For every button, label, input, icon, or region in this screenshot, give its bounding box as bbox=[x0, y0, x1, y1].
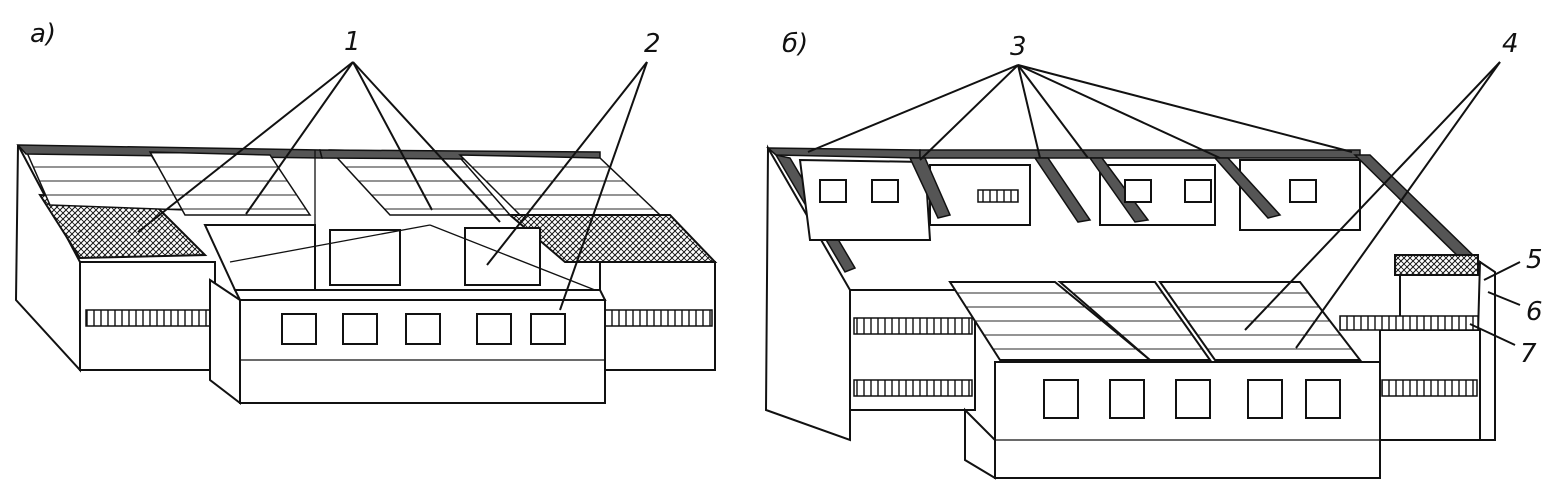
b-roof-panel-3 bbox=[1158, 281, 1363, 361]
window bbox=[342, 313, 378, 345]
window bbox=[1184, 179, 1212, 203]
mid-roof-slab-1 bbox=[148, 151, 312, 216]
b-inner-parapet-4 bbox=[1213, 157, 1282, 219]
window bbox=[819, 179, 847, 203]
callout-4: 4 bbox=[1502, 29, 1519, 59]
b-right-diagonal-parapet bbox=[1353, 154, 1482, 269]
panel-b-letter: б) bbox=[782, 29, 808, 59]
leader-lines-b bbox=[807, 61, 1521, 349]
left-wing-balcony bbox=[85, 309, 213, 327]
panel-a-letter: а) bbox=[30, 19, 56, 49]
b-left-balcony-lower bbox=[853, 379, 973, 397]
courtyard-inner-wall bbox=[203, 224, 316, 291]
window bbox=[1175, 379, 1211, 419]
window bbox=[1247, 379, 1283, 419]
window bbox=[1043, 379, 1079, 419]
b-top-parapet bbox=[919, 149, 1361, 159]
b-left-parapet bbox=[765, 147, 921, 159]
callout-2: 2 bbox=[644, 29, 661, 59]
window bbox=[476, 313, 512, 345]
b-right-balcony-upper bbox=[1339, 315, 1479, 331]
b-roof-panel-2 bbox=[1057, 281, 1212, 361]
b-inner-parapet-1 bbox=[908, 157, 952, 219]
window bbox=[1289, 179, 1317, 203]
leader-lines-a bbox=[137, 61, 648, 311]
window bbox=[530, 313, 566, 345]
b-front-block-side bbox=[964, 407, 996, 480]
courtyard-block bbox=[329, 229, 401, 286]
panel-a bbox=[14, 61, 718, 406]
window bbox=[1305, 379, 1341, 419]
courtyard-block-right bbox=[464, 227, 541, 286]
callout-7: 7 bbox=[1520, 339, 1537, 369]
b-left-end-wall bbox=[764, 144, 851, 442]
b-right-parapet-hatched bbox=[1394, 254, 1479, 276]
b-inner-parapet-2 bbox=[1033, 157, 1092, 223]
callout-5: 5 bbox=[1526, 245, 1543, 275]
front-block-side bbox=[209, 278, 241, 406]
callout-1: 1 bbox=[344, 27, 361, 57]
right-wing-balcony bbox=[603, 309, 713, 327]
window bbox=[405, 313, 441, 345]
b-right-balcony-lower bbox=[1381, 379, 1478, 397]
window bbox=[871, 179, 899, 203]
window bbox=[1124, 179, 1152, 203]
window bbox=[281, 313, 317, 345]
window bbox=[1109, 379, 1145, 419]
panel-b bbox=[764, 61, 1521, 480]
b-left-balcony-upper bbox=[853, 317, 973, 335]
b-inner-parapet-3 bbox=[1088, 157, 1150, 223]
b-courtyard-rail bbox=[977, 189, 1019, 203]
front-block-top bbox=[233, 289, 607, 301]
callout-6: 6 bbox=[1526, 297, 1543, 327]
callout-3: 3 bbox=[1010, 32, 1027, 62]
